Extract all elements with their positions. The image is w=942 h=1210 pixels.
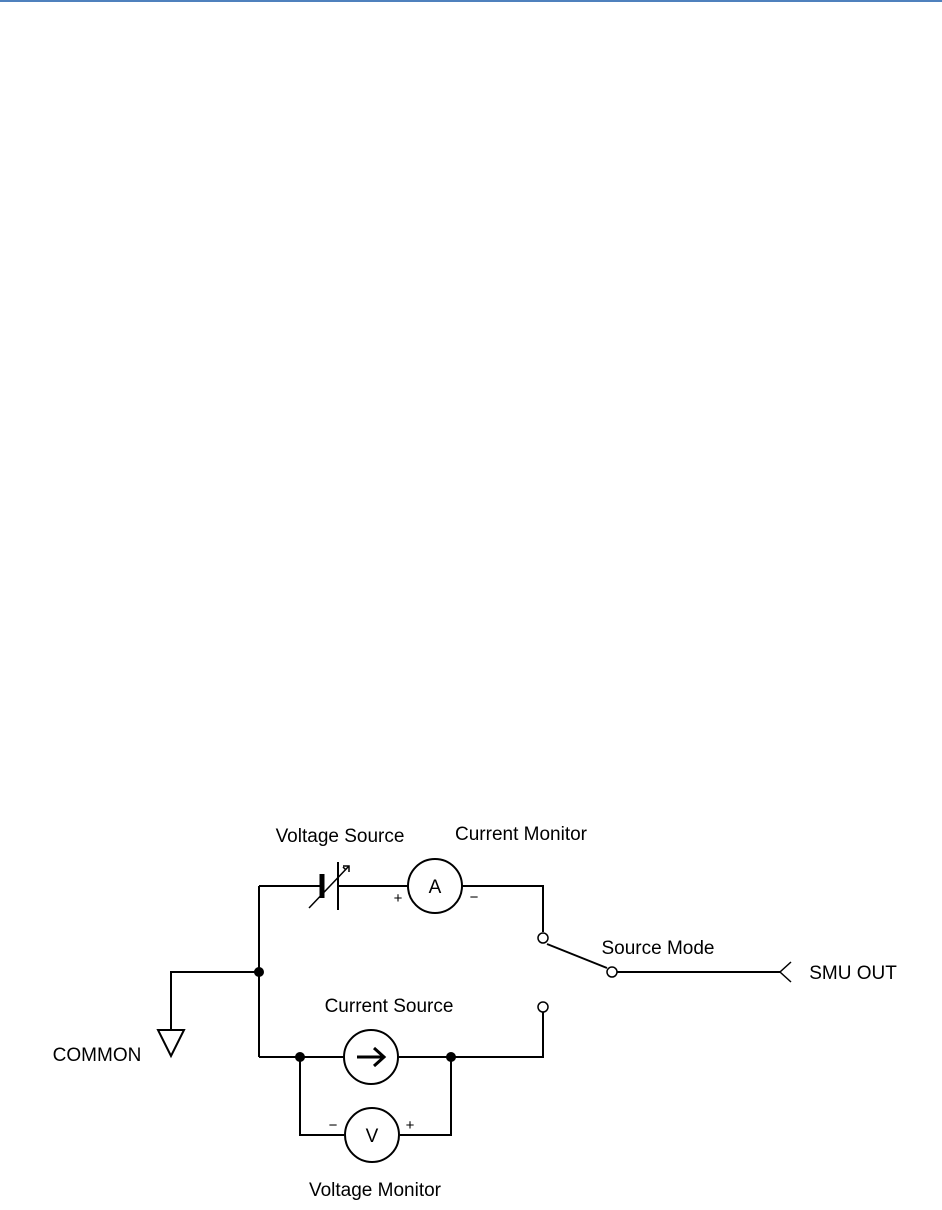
voltmeter-plus-sign: +: [406, 1117, 415, 1134]
current-source-arrow-icon: [343, 1029, 399, 1085]
voltmeter-icon: [344, 1107, 400, 1163]
junctions: [254, 967, 456, 1062]
voltmeter-letter: V: [366, 1126, 379, 1147]
variable-battery-icon: [308, 862, 350, 910]
ground-wire: [170, 971, 259, 1030]
switch-blade: [546, 943, 608, 969]
voltmeter-wire-left: [299, 1057, 344, 1136]
common-label: COMMON: [53, 1045, 142, 1066]
junction-dot: [254, 967, 264, 977]
bottom-wire-right: [451, 1012, 544, 1058]
voltmeter-minus-sign: −: [329, 1117, 338, 1134]
smu-out-label: SMU OUT: [809, 963, 897, 984]
current-monitor-label: Current Monitor: [455, 824, 588, 845]
voltage-source-label: Voltage Source: [276, 826, 405, 847]
switch-icon: [537, 932, 618, 1013]
top-wire-right: [462, 885, 544, 932]
junction-dot: [295, 1052, 305, 1062]
ammeter-icon: [407, 858, 463, 914]
ammeter-plus-sign: +: [394, 890, 403, 907]
ammeter-minus-sign: −: [470, 889, 479, 906]
junction-dot: [446, 1052, 456, 1062]
voltage-monitor-label: Voltage Monitor: [309, 1180, 442, 1201]
source-mode-label: Source Mode: [601, 938, 714, 959]
ammeter-letter: A: [429, 877, 442, 898]
wires: [170, 885, 780, 1136]
ground-icon: [156, 1029, 186, 1059]
voltmeter-wire-right: [400, 1057, 452, 1136]
output-terminal-icon: [778, 961, 792, 983]
top-rule: [0, 0, 942, 2]
current-source-label: Current Source: [325, 996, 454, 1017]
